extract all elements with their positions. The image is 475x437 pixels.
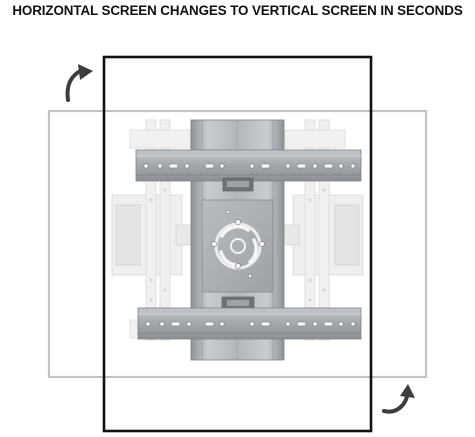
bottom-mounting-bar <box>137 296 362 340</box>
ghost-mount-parts <box>111 119 364 341</box>
rotation-plate <box>201 199 274 293</box>
vertical-screen-outline <box>102 55 373 433</box>
headline: HORIZONTAL SCREEN CHANGES TO VERTICAL SC… <box>12 3 463 18</box>
curved-arrow-rotate-icon <box>382 384 415 414</box>
curved-arrow-rotate-icon <box>65 64 93 102</box>
horizontal-screen-outline <box>47 109 428 379</box>
top-mounting-bar <box>135 149 362 192</box>
